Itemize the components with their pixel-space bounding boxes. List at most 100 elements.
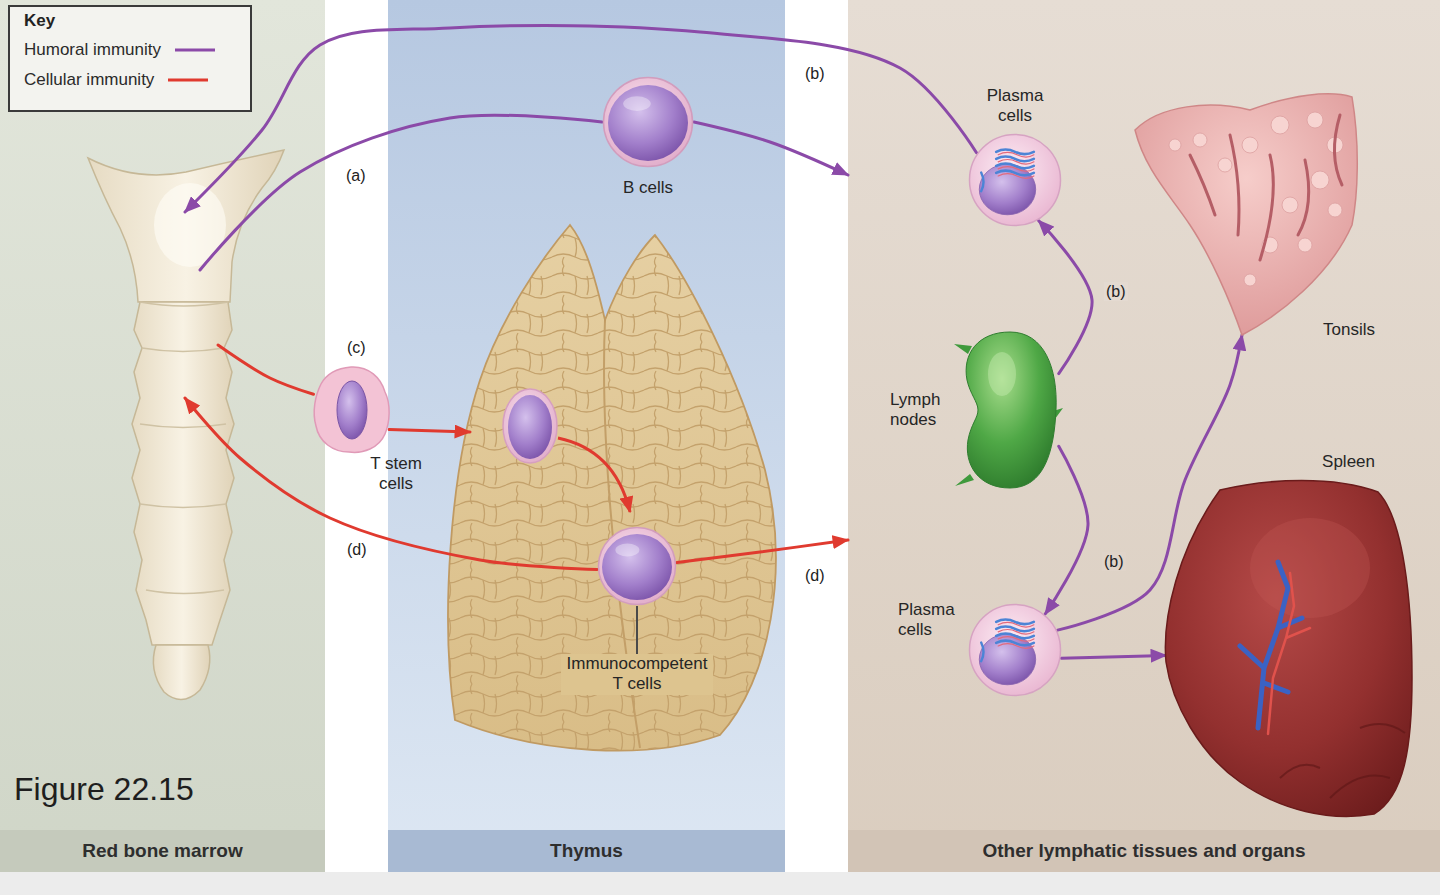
humoral-pathway-arrow	[1045, 446, 1088, 614]
humoral-pathway-arrow	[1058, 335, 1242, 630]
tonsil-follicle	[1242, 137, 1258, 153]
tonsil-follicle	[1169, 139, 1181, 151]
cell-nucleus	[602, 534, 672, 600]
organ-highlight	[1250, 518, 1370, 618]
label-wrap: Spleen	[1322, 452, 1415, 472]
tonsil-follicle	[1298, 238, 1312, 252]
cell-nucleus	[608, 85, 688, 161]
label-wrap: Plasma cells	[898, 600, 964, 641]
spleen-groove	[1280, 724, 1405, 798]
cell-highlight	[623, 96, 651, 111]
sternum-bone	[88, 150, 284, 700]
cell-nucleus	[337, 381, 367, 439]
cell-membrane	[599, 528, 676, 605]
tstem-drawing	[311, 364, 393, 456]
thymus-organ	[430, 215, 790, 765]
lymph-node-organ: Lymph nodes	[890, 324, 1064, 496]
xiphoid	[153, 645, 209, 700]
cell-label: Immunocompetent T cells	[561, 654, 713, 695]
label-wrap: T stem cells	[361, 454, 431, 495]
plasma-drawing	[968, 603, 1062, 697]
organ-highlight	[988, 352, 1016, 396]
callout-letter: (d)	[345, 540, 369, 559]
callout-position: (b)	[1102, 552, 1126, 571]
leader-line	[636, 606, 638, 654]
lymph-node-body	[966, 332, 1056, 488]
tonsil-follicle	[1193, 133, 1207, 147]
er-fold	[981, 642, 983, 661]
plasma-cell: Plasma cells	[968, 86, 1062, 227]
cell-membrane	[970, 605, 1061, 696]
region-band: Other lymphatic tissues and organs Plasma…	[848, 0, 1440, 872]
region-label: Thymus	[388, 830, 785, 872]
tonsil-crypt	[1334, 115, 1342, 185]
er-membranes	[981, 149, 1034, 191]
sternum-body	[132, 302, 234, 645]
cellular-pathway-arrow	[389, 429, 470, 432]
cell-label: B cells	[623, 178, 673, 198]
tonsil-organ: Tonsils	[1130, 85, 1375, 340]
thymus-lobe-line	[604, 320, 640, 748]
maturation-arrow	[558, 438, 630, 512]
label-wrap: Immunocompetent T cells	[561, 654, 713, 695]
thymus-lobules	[430, 215, 790, 765]
cell-label: T stem cells	[361, 454, 431, 495]
label-wrap: B cells	[623, 178, 673, 198]
callout-position: (d)	[803, 566, 827, 585]
t-cell: Immunocompetent T cells	[561, 526, 713, 695]
cell-nucleus	[979, 634, 1035, 685]
plasma-cell: Plasma cells	[898, 600, 1062, 697]
organ-label: Tonsils	[1323, 320, 1375, 340]
er-fold	[981, 172, 983, 191]
tcell-drawing	[597, 526, 677, 606]
label-wrap: Plasma cells	[975, 86, 1055, 127]
organ-label: Spleen	[1322, 452, 1375, 472]
callout-position: (b)	[803, 64, 827, 83]
cell-nucleus	[508, 395, 552, 459]
humoral-pathway-arrow	[1039, 220, 1093, 373]
tonsil-follicle	[1311, 171, 1329, 189]
label-wrap: Tonsils	[1323, 320, 1375, 340]
tonsil-follicle	[1271, 116, 1289, 134]
legend-label: Cellular immunity	[24, 70, 154, 90]
page-strip	[0, 872, 1440, 895]
manubrium	[88, 150, 284, 302]
er-fold	[998, 644, 1034, 649]
splenic-artery	[1268, 573, 1310, 734]
legend-row: Humoral immunity	[24, 35, 236, 65]
cell-membrane	[970, 134, 1061, 225]
cell-highlight	[615, 544, 639, 557]
lymph-drawing	[952, 324, 1064, 496]
legend-heading: Key	[24, 11, 236, 31]
tonsil-crypt	[1190, 155, 1215, 215]
callout-position: (c)	[345, 338, 368, 357]
callout-position: (b)	[1104, 282, 1128, 301]
tonsil-body	[1135, 94, 1357, 335]
cell-membrane	[604, 78, 693, 167]
spleen-drawing	[1160, 478, 1415, 824]
humoral-pathway-arrow	[1061, 655, 1166, 658]
tonsil-follicle	[1218, 158, 1232, 172]
humoral-pathway-arrow	[694, 122, 848, 175]
t-stem-cell: T stem cells	[311, 364, 431, 495]
tonsil-follicle	[1307, 112, 1323, 128]
humoral-pathway-arrow	[200, 115, 602, 270]
tonsil-crypt	[1298, 160, 1309, 235]
b-cell: B cells	[602, 76, 694, 198]
label-wrap: Lymph nodes	[890, 390, 950, 431]
tonsil-crypt	[1260, 155, 1273, 260]
thymus-outline	[448, 225, 776, 751]
cellular-pathway-arrow	[185, 398, 597, 569]
spleen-organ: Spleen	[1160, 452, 1415, 824]
callout-position: (d)	[345, 540, 369, 559]
legend-label: Humoral immunity	[24, 40, 161, 60]
tonsil-crypt	[1230, 135, 1239, 235]
legend-sample	[175, 45, 215, 55]
region-label: Other lymphatic tissues and organs	[848, 830, 1440, 872]
callout-letter: (d)	[803, 566, 827, 585]
tonsil-drawing	[1130, 85, 1360, 340]
region-label: Red bone marrow	[0, 830, 325, 872]
figure-caption: Figure 22.15	[14, 770, 194, 808]
callout-letter: (a)	[344, 166, 368, 185]
